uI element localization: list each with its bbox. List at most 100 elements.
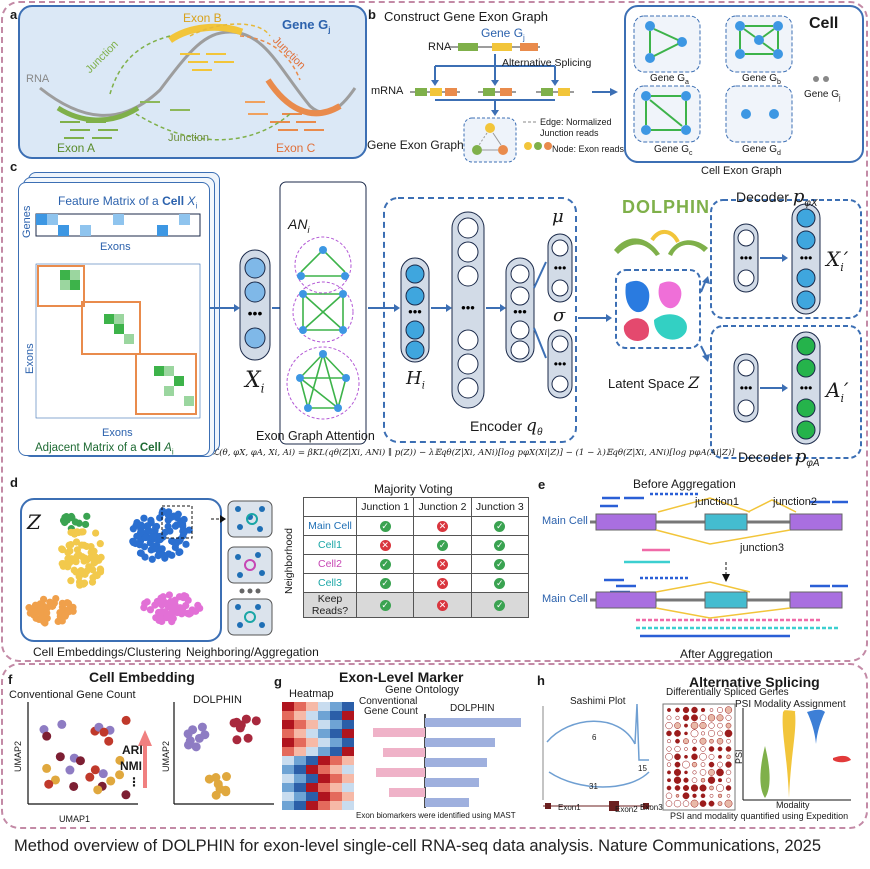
dot-matrix-point — [716, 714, 724, 722]
cross-icon: ✕ — [436, 521, 448, 532]
dot-matrix-point — [692, 746, 697, 752]
cluster-point — [67, 528, 75, 536]
cluster-point — [177, 606, 185, 615]
umap-point — [213, 779, 223, 789]
sashimi-label: Sashimi Plot — [570, 696, 626, 707]
dot-matrix-point — [690, 799, 699, 808]
xi-label: Xi — [245, 368, 265, 396]
cluster-point — [159, 533, 167, 541]
heatmap-cell — [282, 747, 294, 756]
cluster-point — [168, 551, 176, 559]
exon3-label: Exon3 — [640, 803, 663, 812]
dot-matrix-point — [717, 793, 723, 798]
dot-matrix-point — [683, 738, 689, 745]
heatmap-cell — [342, 783, 354, 792]
cross-icon: ✕ — [379, 540, 391, 551]
dot-matrix-point — [682, 792, 690, 800]
heatmap-cell — [330, 738, 342, 747]
umap1-label: UMAP1 — [59, 814, 91, 824]
dot-matrix-point — [699, 800, 707, 807]
dot-matrix-point — [709, 738, 714, 744]
aggregation-diagram — [590, 492, 848, 638]
cluster-point — [159, 507, 167, 515]
heatmap-cell — [318, 783, 330, 792]
heatmap-cell — [282, 702, 294, 711]
heatmap-cell — [330, 729, 342, 738]
dot-matrix-point — [684, 770, 688, 775]
svg-text:•••: ••• — [461, 300, 475, 315]
sigma-label: σ — [553, 305, 566, 326]
heatmap-cell — [282, 783, 294, 792]
dot-matrix-point — [674, 730, 681, 737]
mu-label: μ — [552, 206, 564, 227]
cluster-point — [186, 609, 195, 617]
vote-cell: ✓ — [470, 535, 530, 555]
cluster-point — [65, 541, 73, 549]
panel-c-letter: c — [10, 159, 18, 174]
dot-matrix-point — [725, 746, 732, 752]
exon-marker-title: Exon-Level Marker — [339, 669, 464, 685]
nmi-label: NMI — [120, 759, 142, 773]
panel-d-letter: d — [10, 475, 18, 490]
dot-matrix-point — [684, 723, 688, 728]
heatmap-cell — [294, 774, 306, 783]
heatmap-and-go — [282, 702, 521, 810]
cluster-point — [76, 570, 85, 578]
sashimi-count-31: 31 — [589, 782, 598, 791]
cell-box — [624, 5, 864, 163]
dot-matrix-point — [665, 800, 673, 807]
heatmap-cell — [318, 702, 330, 711]
heatmap-cell — [282, 774, 294, 783]
dot-matrix-point — [665, 722, 673, 730]
dot-matrix-point — [692, 793, 697, 798]
go-label: Gene Ontology — [385, 684, 459, 696]
vote-cell: ✕ — [413, 592, 472, 618]
check-icon: ✓ — [379, 521, 391, 532]
cluster-point — [149, 545, 157, 553]
exon-b-label: Exon B — [183, 11, 222, 25]
heatmap-cell — [318, 738, 330, 747]
heatmap-cell — [294, 792, 306, 801]
heatmap-cell — [318, 792, 330, 801]
neighborhood-cards — [210, 500, 273, 636]
junction3-label: junction3 — [740, 542, 785, 554]
conventional-g-label: Conventional — [359, 696, 418, 707]
b-rna-label: RNA — [428, 41, 452, 53]
dot-matrix-point — [725, 785, 732, 791]
heatmap-cell — [306, 765, 318, 774]
dot-matrix-point — [700, 793, 706, 799]
cluster-point — [136, 541, 144, 549]
cluster-point — [65, 559, 74, 567]
umap-point — [197, 722, 207, 732]
dot-matrix-point — [666, 730, 672, 737]
umap-point — [200, 730, 210, 740]
cluster-point — [167, 513, 175, 521]
heatmap-cell — [318, 801, 330, 810]
exon1-label: Exon1 — [558, 803, 581, 812]
top-frame — [1, 1, 868, 662]
exons-side-label: Exons — [24, 343, 36, 374]
dolphin-f-label: DOLPHIN — [193, 694, 242, 706]
alt-splicing-label: Alternative Splicing — [502, 57, 592, 69]
neighborhood-label: Neighborhood — [283, 528, 295, 594]
dot-matrix-point — [691, 761, 698, 768]
metrics-ellipsis: ⋮ — [128, 775, 140, 789]
xi-prime-label: Xi′ — [826, 247, 849, 274]
heatmap-cell — [330, 765, 342, 774]
panel-b-letter: b — [368, 7, 376, 22]
cluster-point — [73, 552, 81, 560]
panel-g-letter: g — [274, 674, 282, 689]
dot-matrix-point — [667, 778, 671, 783]
cross-icon: ✕ — [436, 578, 448, 589]
umap-point — [85, 772, 95, 782]
cluster-point — [159, 551, 167, 559]
vote-cell: ✓ — [355, 573, 415, 593]
dot-matrix-point — [725, 761, 732, 768]
adjacent-matrix-title: Adjacent Matrix of a Cell Ai — [35, 442, 174, 457]
umap-point — [42, 731, 52, 741]
heatmap-cell — [282, 756, 294, 765]
svg-text:•••: ••• — [248, 305, 263, 321]
cluster-point — [171, 522, 180, 530]
dot-matrix-point — [717, 730, 723, 737]
cluster-point — [156, 613, 164, 621]
